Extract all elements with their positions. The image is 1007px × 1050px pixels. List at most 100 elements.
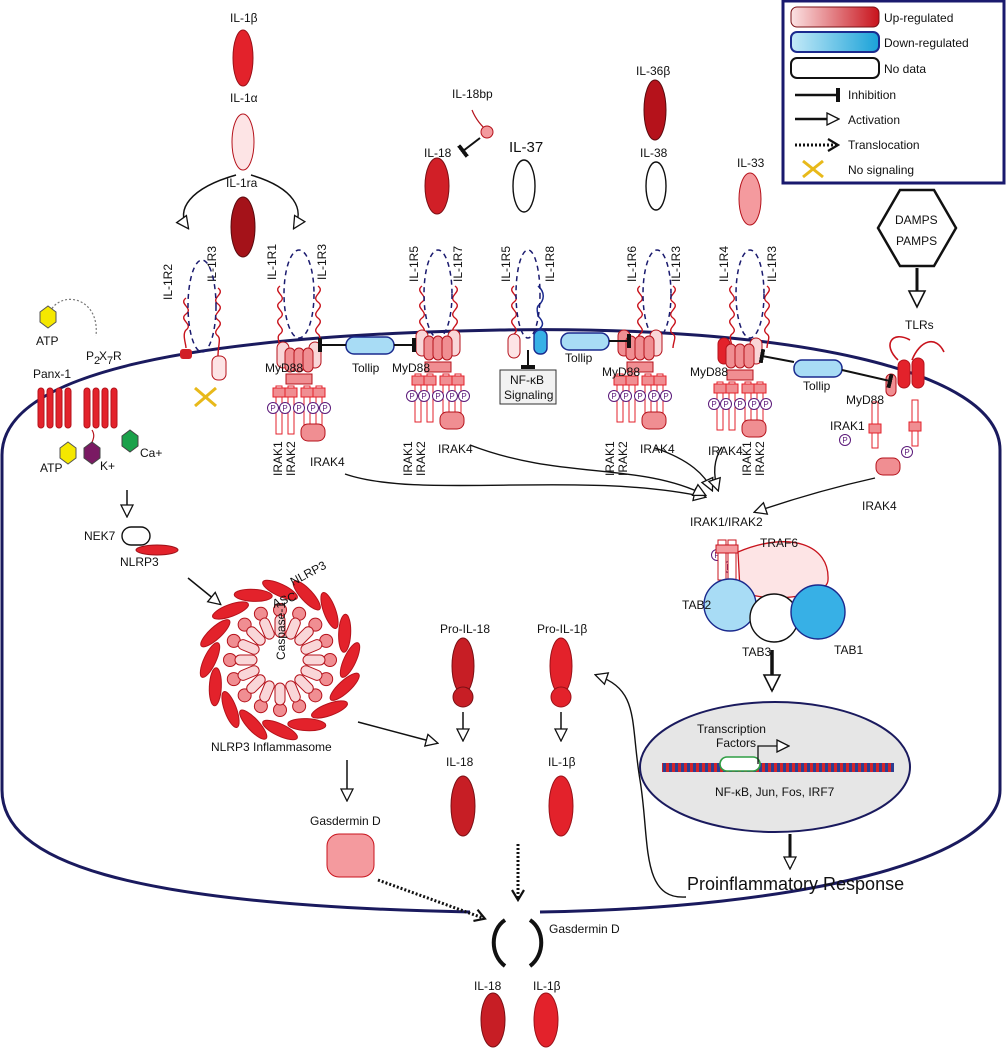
tollip-3-label: Tollip bbox=[803, 379, 831, 393]
receptor-il1r3-d-label: IL-1R3 bbox=[765, 246, 779, 282]
tollip-3 bbox=[793, 359, 843, 378]
complex1-to-irak-arrow bbox=[344, 473, 705, 497]
ring-nlrp3-2 bbox=[320, 592, 339, 629]
ring-caspase-label: Caspase-1 bbox=[274, 602, 288, 660]
nfkb-signaling-box bbox=[499, 369, 557, 405]
tlr-myd88-0 bbox=[885, 373, 897, 397]
ligand-il38-label: IL-38 bbox=[640, 146, 668, 160]
ring-caspase-14 bbox=[246, 626, 266, 646]
receptor-il1r8-ecto bbox=[536, 285, 544, 331]
ring-nlrp3-6 bbox=[311, 700, 348, 719]
legend-no-signaling-label: No signaling bbox=[848, 163, 914, 177]
transcription-factor bbox=[719, 756, 761, 772]
complex2-phospho-label-3: P bbox=[449, 392, 454, 401]
complex3-myd88-2 bbox=[643, 335, 655, 361]
legend-down-label: Down-regulated bbox=[884, 36, 969, 50]
tollip-3-inhibits-right bbox=[841, 369, 894, 389]
panx1-label: Panx-1 bbox=[33, 367, 71, 381]
inflammasome-to-procytokine-arrow bbox=[357, 721, 437, 743]
complex4-phospho-3 bbox=[748, 398, 760, 410]
atp-release-path bbox=[49, 298, 97, 337]
ring-caspase-2 bbox=[294, 626, 314, 646]
legend-translocation-label: Translocation bbox=[848, 138, 920, 152]
p2x7r-label-x: X bbox=[99, 349, 107, 363]
receptor-il1r2-il1r3-pocket bbox=[187, 259, 217, 353]
il18-mature-label: IL-18 bbox=[446, 755, 474, 769]
tab2 bbox=[703, 578, 757, 632]
complex1-myd88-label: MyD88 bbox=[265, 361, 303, 375]
complex4-irak1-label: IRAK1 bbox=[740, 441, 754, 476]
complex1-irak2-label: IRAK2 bbox=[284, 441, 298, 476]
complex3-irak-head-1 bbox=[625, 375, 639, 386]
atp-intracellular-label: ATP bbox=[40, 461, 62, 475]
complex4-irak-head-3 bbox=[753, 383, 767, 394]
legend-inhibition-label: Inhibition bbox=[848, 88, 896, 102]
complex3-myd88-label: MyD88 bbox=[602, 365, 640, 379]
complex4-phospho-label-4: P bbox=[763, 400, 768, 409]
ligand-il33-label: IL-33 bbox=[737, 156, 765, 170]
complex1-myd88-2 bbox=[302, 347, 314, 373]
receptor-il1r3-b-ecto bbox=[315, 285, 321, 349]
inflammasome-name-label: NLRP3 Inflammasome bbox=[211, 740, 332, 754]
p2x7r-label-sub7: 7 bbox=[107, 355, 113, 367]
complex2-to-irak-arrow bbox=[469, 444, 705, 495]
p2x7r-label-sub2: 2 bbox=[94, 355, 100, 367]
complex2-irak-head-2 bbox=[439, 375, 453, 386]
complex2-phospho-label-1: P bbox=[421, 392, 426, 401]
traf6-label: TRAF6 bbox=[760, 536, 798, 550]
nfkb-signaling-line2: Signaling bbox=[504, 388, 553, 402]
complex1-myd88-dd bbox=[285, 373, 313, 385]
damps-pamps-hexagon bbox=[876, 188, 958, 268]
tab3 bbox=[749, 593, 799, 643]
complex4-phospho-label-1: P bbox=[723, 400, 728, 409]
complex3-phospho-2 bbox=[634, 390, 646, 402]
p2x7r-helix-1 bbox=[92, 387, 100, 429]
ring-caspase-9 bbox=[259, 680, 275, 703]
complex4-irak-head-0 bbox=[713, 383, 727, 394]
no-signaling-icon bbox=[194, 386, 217, 408]
complex3-irak4 bbox=[641, 411, 667, 430]
complex4-irak4 bbox=[741, 419, 767, 438]
receptor-il1r3-d-ecto bbox=[764, 285, 770, 349]
complex4-to-irak-arrow bbox=[715, 446, 723, 490]
ligand-il1ra-label: IL-1ra bbox=[226, 176, 258, 190]
pamps-label: PAMPS bbox=[896, 234, 937, 248]
ring-caspase-4 bbox=[302, 654, 326, 666]
complex2-phospho-label-0: P bbox=[409, 392, 414, 401]
ring-caspase-1 bbox=[285, 617, 301, 640]
receptor-il1r5-b-label: IL-1R5 bbox=[499, 246, 513, 282]
receptor-il1r2-tm bbox=[180, 349, 192, 359]
ligand-il36b-label: IL-36β bbox=[636, 64, 670, 78]
ring-caspase-8 bbox=[274, 682, 286, 706]
receptor-il1r3-b-label: IL-1R3 bbox=[315, 244, 329, 280]
complex4-irak4-label: IRAK4 bbox=[708, 444, 743, 458]
ca-ion-label: Ca+ bbox=[140, 446, 162, 460]
complex2-irak4 bbox=[439, 411, 465, 430]
il18bp-inhibits-il18 bbox=[457, 137, 481, 158]
complex4-phospho-4 bbox=[760, 398, 772, 410]
p2x7r-label-r: R bbox=[113, 349, 122, 363]
il1b-mature-label: IL-1β bbox=[548, 755, 576, 769]
il1-to-il1r1-arrow bbox=[250, 174, 298, 228]
complex2-phospho-label-2: P bbox=[435, 392, 440, 401]
pro-il1b-prodomain bbox=[550, 686, 572, 708]
complex3-phospho-0 bbox=[608, 390, 620, 402]
released-il1b bbox=[533, 992, 559, 1048]
complex3-phospho-label-1: P bbox=[623, 392, 628, 401]
irak12-label: IRAK1/IRAK2 bbox=[690, 515, 763, 529]
gasdermin-pore-left bbox=[491, 918, 507, 968]
transcription-factors-line2: Factors bbox=[716, 736, 756, 750]
ring-nlrp3-9 bbox=[239, 709, 268, 740]
legend-up-swatch bbox=[790, 6, 880, 28]
ca-ion bbox=[121, 429, 139, 453]
tab2-label: TAB2 bbox=[682, 598, 711, 612]
ring-nlrp3-label: NLRP3 bbox=[288, 558, 329, 589]
ring-nlrp3-1 bbox=[292, 580, 321, 611]
pro-il18-body bbox=[451, 637, 475, 695]
tollip-2 bbox=[560, 332, 610, 351]
gasdermin-label: Gasdermin D bbox=[310, 814, 381, 828]
complex1-phospho-2 bbox=[293, 402, 305, 414]
receptor-il1r6-pocket bbox=[642, 249, 672, 339]
receptor-il1r8-label: IL-1R8 bbox=[543, 246, 557, 282]
il1b-mature bbox=[548, 775, 574, 837]
